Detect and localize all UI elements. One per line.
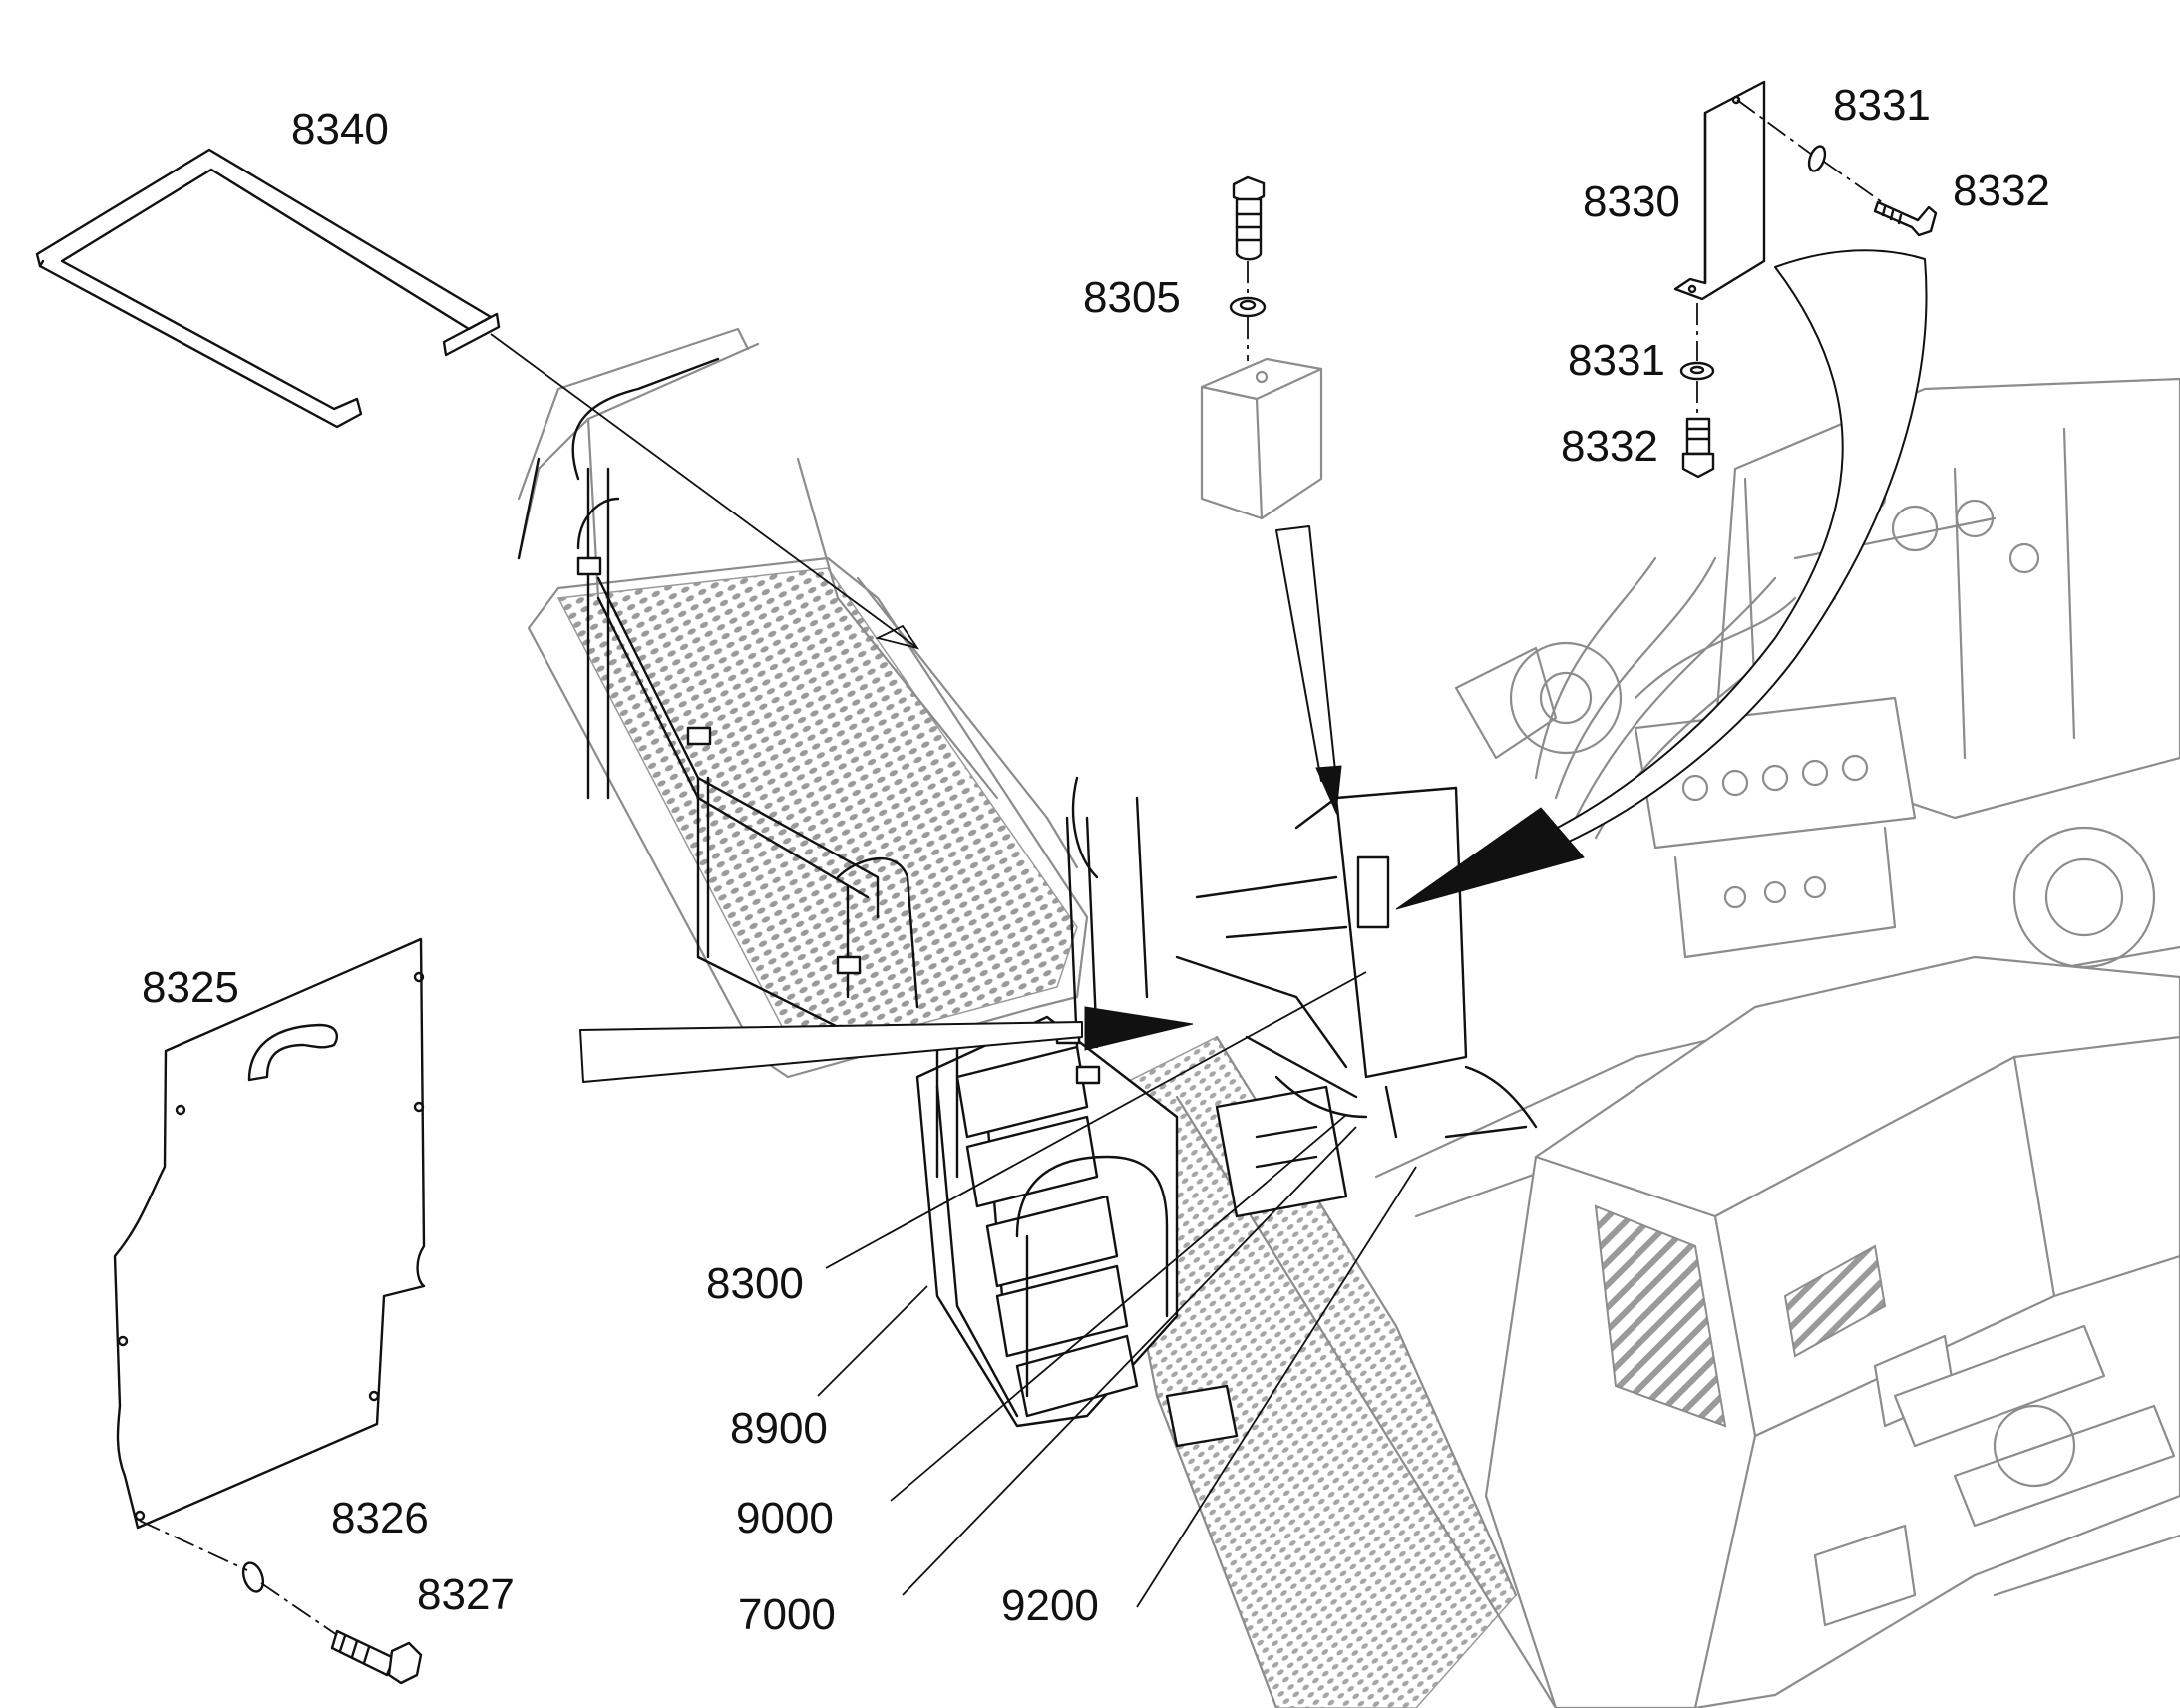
callout-8331-upper: 8331	[1833, 81, 1931, 130]
callout-8325: 8325	[142, 963, 239, 1012]
callout-8340: 8340	[291, 105, 389, 154]
part-8332-bolt-upper	[1873, 200, 1938, 237]
part-8327-bolt	[330, 1629, 423, 1685]
part-8331-washer-upper	[1807, 145, 1827, 172]
part-8325-cover-panel	[113, 937, 426, 1530]
arrow-block-tip	[1315, 765, 1342, 815]
callout-8900: 8900	[730, 1404, 828, 1453]
part-8326-washer	[241, 1561, 265, 1593]
callout-9000: 9000	[736, 1494, 834, 1542]
callout-8326: 8326	[331, 1494, 429, 1542]
callout-7000: 7000	[738, 1590, 836, 1639]
callout-8300: 8300	[706, 1259, 804, 1308]
arrow-block	[1275, 525, 1337, 782]
central-panel-area	[1175, 786, 1538, 1139]
part-8332-bolt-lower	[1681, 417, 1715, 479]
arrow-bracket	[1547, 249, 1928, 849]
part-8340-rail-frame	[35, 148, 501, 429]
callout-8331-lower: 8331	[1568, 336, 1665, 385]
step-ladder-assembly	[915, 1015, 1348, 1448]
part-8330-bracket	[1673, 80, 1766, 301]
callout-labels: 8340 8305 8331 8330 8332 8331 8332 8325 …	[142, 81, 2050, 1639]
assembly-arrows	[579, 249, 1928, 1083]
callout-8305: 8305	[1083, 273, 1181, 322]
arrow-bracket-tip	[1395, 807, 1585, 910]
callout-8332-lower: 8332	[1561, 422, 1658, 471]
leader-lines	[139, 99, 1886, 1636]
callout-8330: 8330	[1583, 177, 1680, 226]
part-8331-washer-lower	[1679, 361, 1715, 381]
arrow-cover-panel	[579, 1021, 1083, 1083]
part-8305-bolt-and-block	[1200, 175, 1323, 520]
callout-8332-upper: 8332	[1953, 167, 2050, 215]
callout-9200: 9200	[1001, 1581, 1099, 1630]
callout-8327: 8327	[417, 1570, 515, 1619]
arrow-cover-panel-tip	[1084, 1006, 1194, 1051]
